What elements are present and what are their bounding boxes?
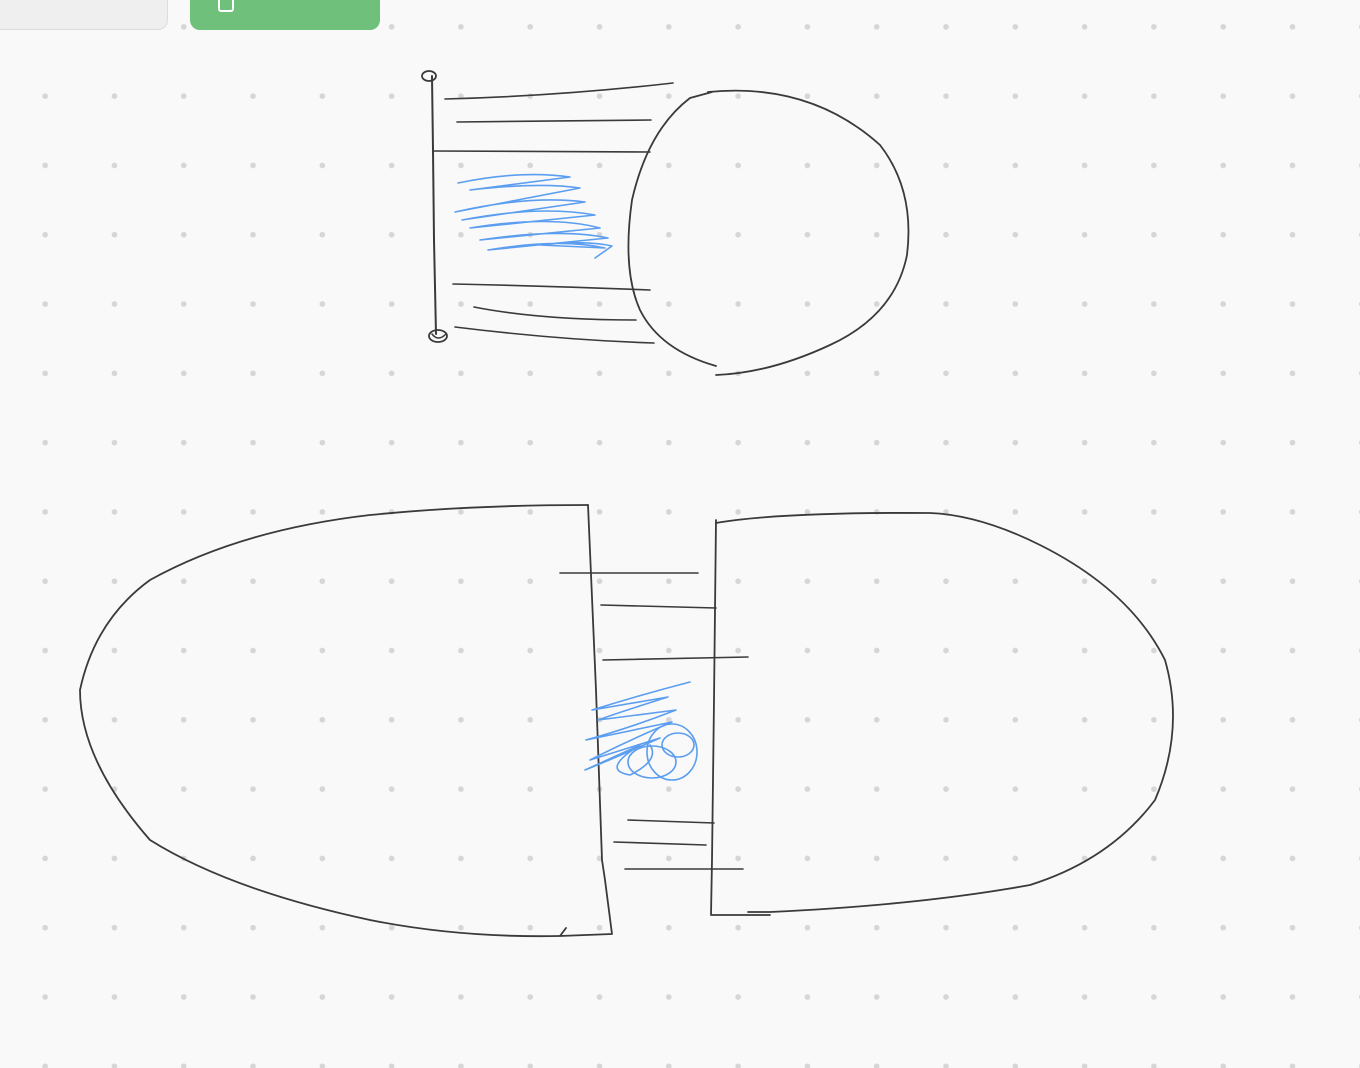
top-blue-scribble: [454, 173, 613, 259]
edit-icon: [218, 0, 234, 12]
primary-action-button[interactable]: [190, 0, 380, 30]
right-half-outline: [715, 512, 1174, 913]
top-circle: [627, 89, 910, 376]
bottom-hline-2: [600, 604, 717, 609]
right-half-inner-edge: [710, 519, 771, 916]
bottom-sketch: [79, 504, 1174, 938]
bottom-blue-scribble: [584, 681, 691, 776]
top-sketch: [421, 70, 910, 376]
bottom-hline-3: [602, 656, 749, 661]
top-hline-4: [452, 283, 651, 291]
left-half-outline: [79, 504, 589, 938]
bottom-blue-loop-2: [627, 745, 677, 779]
bottom-hline-5: [613, 841, 707, 846]
top-hline-6: [454, 326, 655, 344]
bottom-blue-loop-3: [661, 732, 695, 758]
bottom-blue-loop-1: [646, 723, 698, 781]
bottom-pole-knot-inner: [431, 333, 447, 339]
top-vertical-pole: [431, 75, 437, 335]
bottom-pole-knot: [428, 329, 448, 343]
bottom-hline-4: [627, 819, 715, 824]
toolbar-left-control[interactable]: [0, 0, 168, 30]
left-half-inner-edge: [559, 504, 613, 937]
top-hline-3: [432, 150, 651, 153]
top-hline-2: [456, 119, 652, 123]
top-pole-knot: [421, 70, 437, 82]
top-hline-5: [473, 306, 637, 321]
top-hline-1: [444, 82, 674, 100]
